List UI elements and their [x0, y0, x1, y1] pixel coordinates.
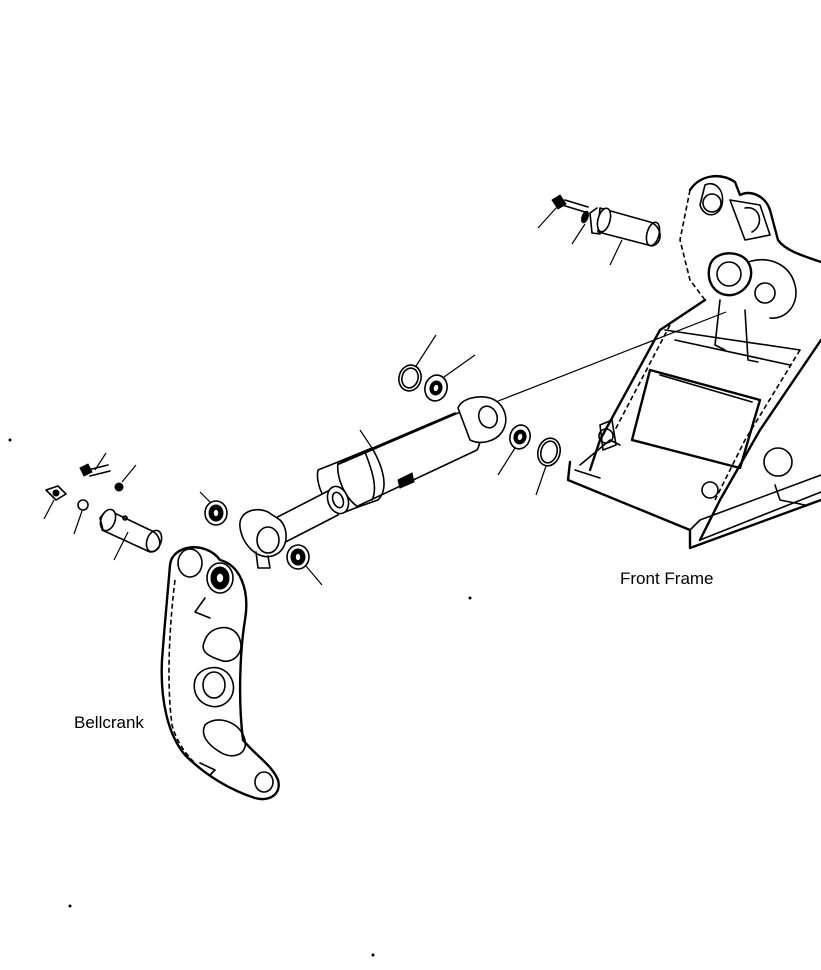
bolt-icon [551, 194, 567, 210]
rod-end-bushings [199, 491, 323, 586]
bellcrank-boss [177, 548, 203, 578]
hydraulic-cylinder [239, 396, 507, 569]
lower-pin-group [43, 452, 163, 561]
washer-icon [77, 499, 89, 511]
bushing-icon [204, 500, 228, 526]
right-seal-group [497, 424, 562, 496]
front-frame [566, 174, 821, 550]
lock-washer-icon [114, 482, 124, 492]
upper-pin-group [537, 194, 661, 266]
cylinder-centerline [487, 311, 727, 406]
bushing-icon [286, 544, 310, 570]
bushing-icon [509, 424, 531, 450]
bushing-icon [424, 374, 448, 402]
lock-washer-icon [581, 210, 589, 224]
hydraulic-port-icon [397, 472, 415, 489]
bellcrank [160, 546, 280, 801]
seal-ring-icon [536, 437, 562, 467]
front-frame-label: Front Frame [620, 569, 714, 588]
upper-seal-group [398, 334, 476, 402]
seal-ring-icon [398, 364, 422, 392]
bellcrank-label: Bellcrank [74, 713, 144, 732]
bolt-icon [79, 463, 93, 477]
